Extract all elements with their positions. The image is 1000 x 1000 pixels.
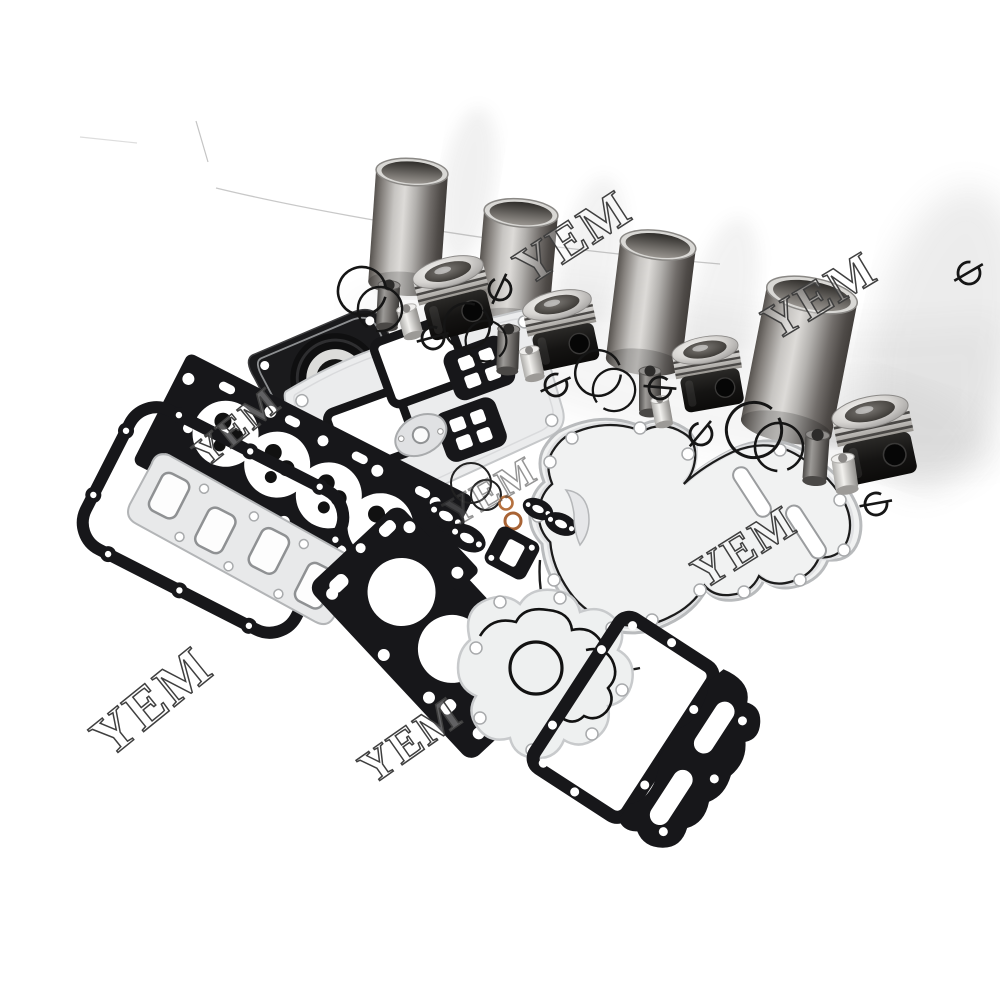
piston-pin-4 bbox=[801, 427, 831, 488]
small-bracket bbox=[564, 489, 590, 547]
small-port-gasket bbox=[484, 526, 540, 580]
small-gasket-cluster bbox=[422, 462, 590, 580]
water-pump-plate bbox=[456, 588, 634, 760]
timing-gasket-outline bbox=[537, 423, 852, 627]
oil-cooler-gasket bbox=[526, 610, 761, 848]
oval-silver-gasket bbox=[394, 413, 448, 458]
o-ring-1 bbox=[450, 462, 492, 504]
copper-washer-1 bbox=[498, 495, 514, 511]
o-ring-2 bbox=[470, 479, 502, 511]
cylinder-liner-3 bbox=[605, 229, 697, 376]
copper-washer-2 bbox=[503, 511, 523, 531]
piston-pin-2 bbox=[495, 322, 521, 377]
